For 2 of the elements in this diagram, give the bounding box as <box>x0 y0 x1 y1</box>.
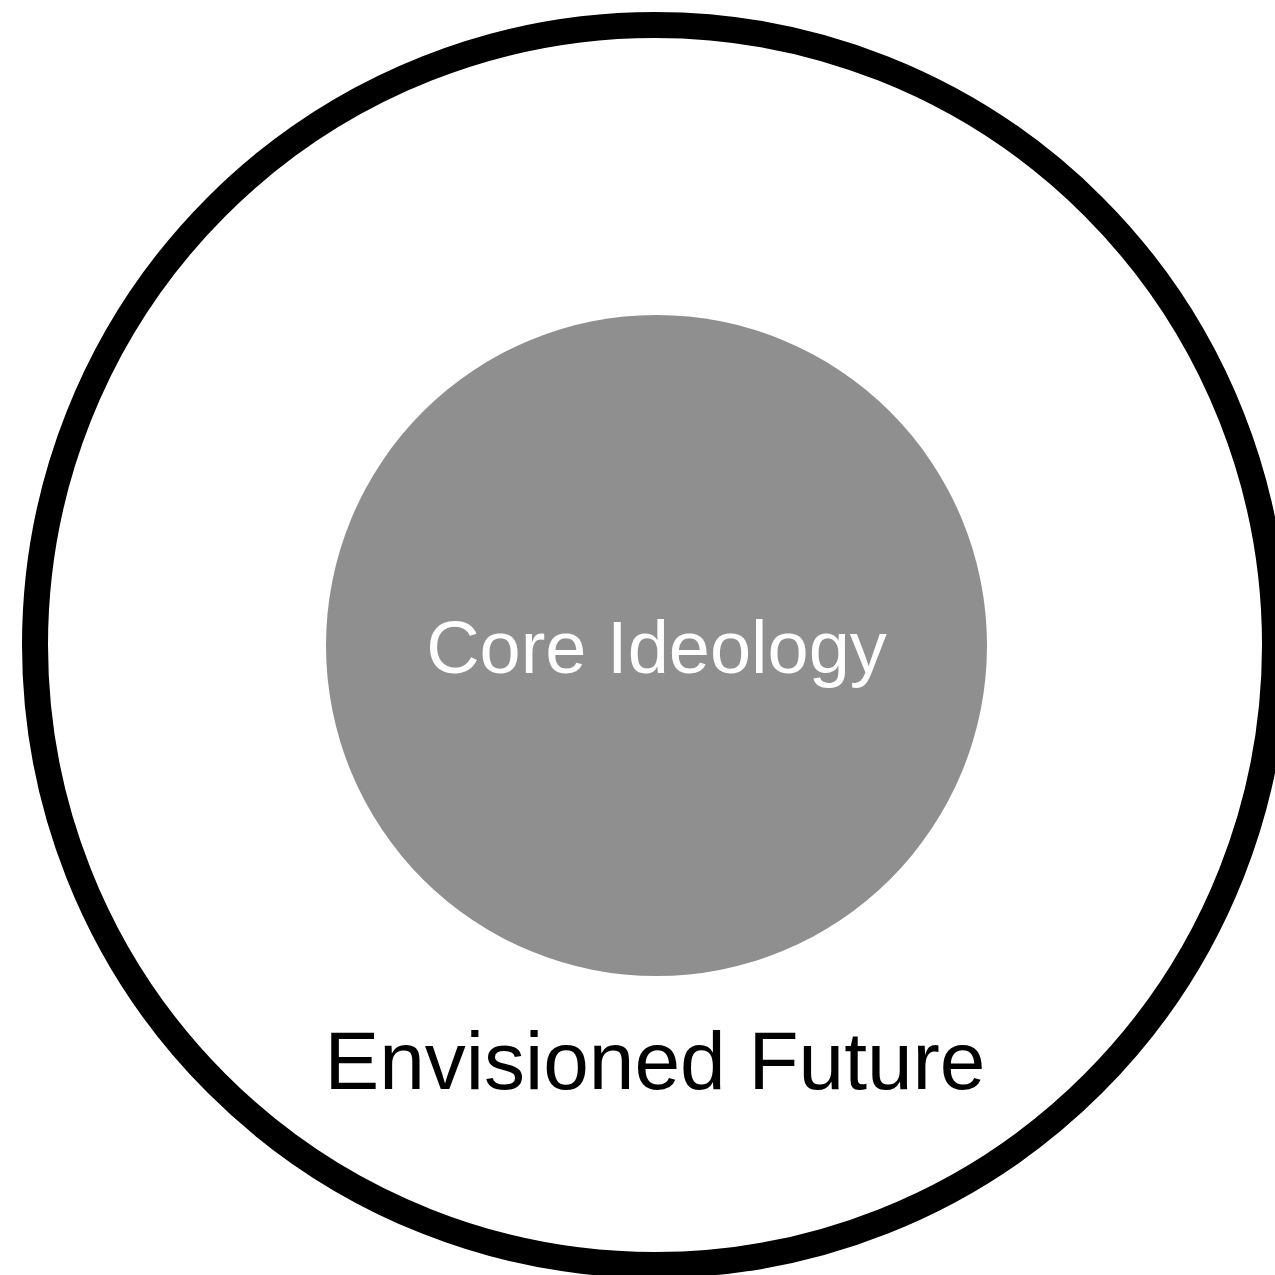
circle-label: Envisioned Future <box>324 1014 986 1108</box>
circle-label: Core Ideology <box>426 605 887 690</box>
